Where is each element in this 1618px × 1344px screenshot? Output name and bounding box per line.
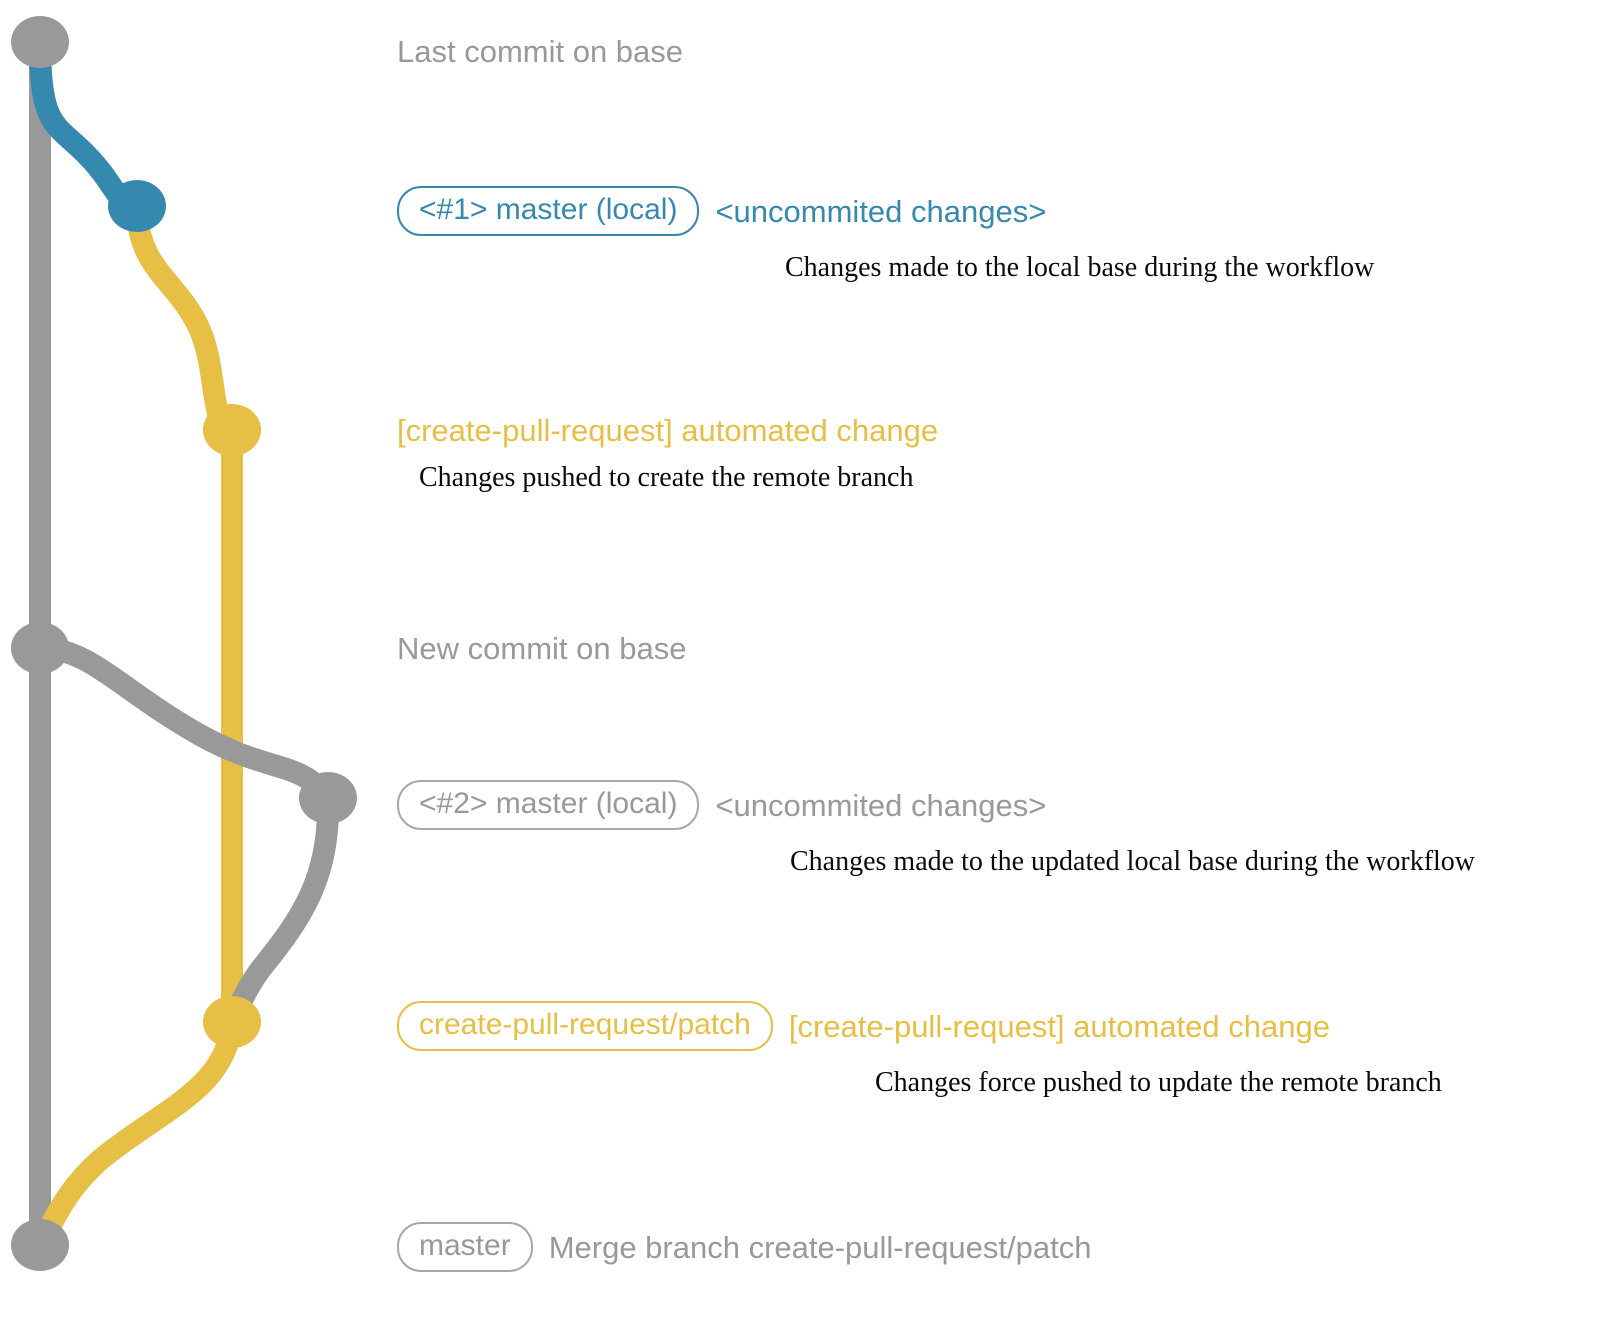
annotation-base-last: Last commit on base [397, 36, 683, 67]
branch-pill-local-1[interactable]: <#1> master (local) [397, 186, 700, 236]
headline-local-1: <uncommited changes> [715, 193, 1047, 229]
branch-pill-local-2[interactable]: <#2> master (local) [397, 780, 700, 830]
headline-merge: Merge branch create-pull-request/patch [548, 1229, 1092, 1265]
branch-pill-master[interactable]: master [397, 1222, 533, 1272]
commit-graph-svg [11, 16, 357, 1271]
commit-node-patch-2 [203, 996, 261, 1048]
subtext-local-2: Changes made to the updated local base d… [790, 846, 1476, 877]
headline-base-new: New commit on base [397, 631, 687, 666]
headline-local-2: <uncommited changes> [715, 787, 1047, 823]
annotation-patch-2-line: create-pull-request/patch [create-pull-r… [397, 1001, 1442, 1051]
branch-line-local-2 [29, 637, 339, 809]
annotation-merge: master Merge branch create-pull-request/… [397, 1222, 1091, 1272]
subtext-local-1: Changes made to the local base during th… [785, 252, 1375, 283]
annotation-patch-2: create-pull-request/patch [create-pull-r… [397, 1001, 1442, 1097]
commit-node-merge [11, 1219, 69, 1271]
annotation-base-new: New commit on base [397, 633, 686, 664]
branch-pill-patch-2[interactable]: create-pull-request/patch [397, 1001, 773, 1051]
headline-base-last: Last commit on base [397, 34, 684, 69]
headline-patch-2: [create-pull-request] automated change [788, 1008, 1330, 1044]
subtext-patch-2: Changes force pushed to update the remot… [875, 1067, 1442, 1098]
commit-node-local-2 [299, 772, 357, 824]
annotation-patch-1: [create-pull-request] automated change C… [397, 415, 938, 492]
subtext-patch-1: Changes pushed to create the remote bran… [419, 462, 914, 493]
headline-patch-1: [create-pull-request] automated change [397, 413, 939, 448]
annotation-local-2: <#2> master (local) <uncommited changes>… [397, 780, 1475, 876]
commit-node-local-1 [108, 180, 166, 232]
commit-node-base-last [11, 16, 69, 68]
annotation-local-1: <#1> master (local) <uncommited changes>… [397, 186, 1374, 282]
branch-line-patch-2-to-merge [29, 1011, 243, 1256]
commit-node-base-new [11, 622, 69, 674]
annotation-local-2-line: <#2> master (local) <uncommited changes> [397, 780, 1475, 830]
commit-graph [0, 0, 420, 1344]
annotation-local-1-line: <#1> master (local) <uncommited changes> [397, 186, 1374, 236]
commit-node-patch-1 [203, 404, 261, 456]
